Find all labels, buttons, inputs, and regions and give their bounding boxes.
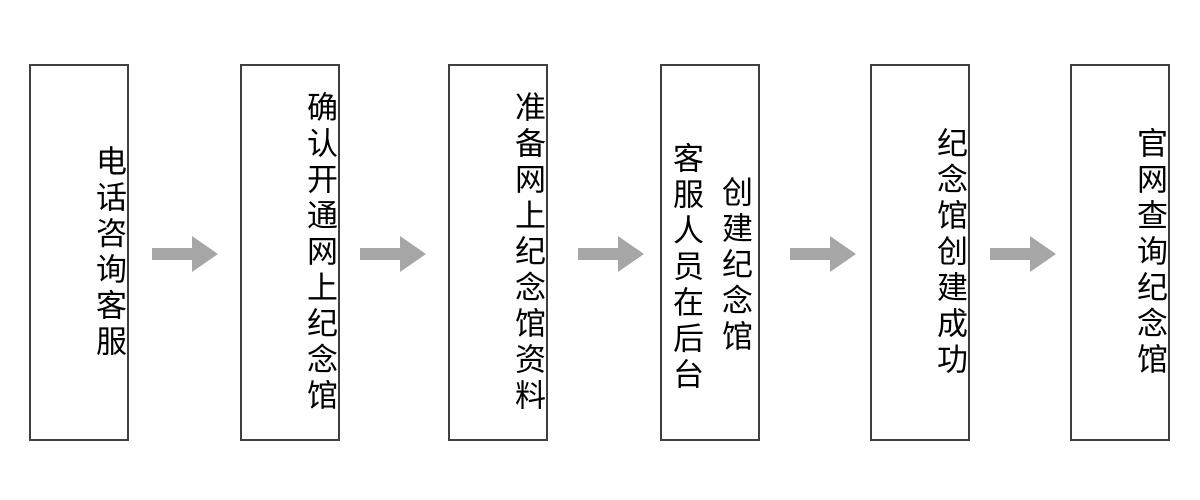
flow-node-label-column-2: 创建纪念馆 <box>716 176 752 356</box>
flow-node-label: 确认开通网上纪念馆 <box>301 90 337 415</box>
flow-node-memorial-created-successfully[interactable]: 纪念馆创建成功 <box>870 64 970 441</box>
flow-node-label: 电话咨询客服 <box>90 144 126 361</box>
flow-node-label-column-1: 客服人员在后台 <box>667 142 703 394</box>
flow-node-search-memorial-on-official-site[interactable]: 官网查询纪念馆 <box>1070 64 1170 441</box>
flow-node-support-creates-memorial-backend[interactable]: 客服人员在后台 创建纪念馆 <box>660 64 760 441</box>
flow-node-phone-consult-support[interactable]: 电话咨询客服 <box>29 64 129 441</box>
flow-node-label: 纪念馆创建成功 <box>931 126 967 379</box>
arrow-node5-to-node6 <box>990 236 1056 272</box>
flow-node-prepare-memorial-materials[interactable]: 准备网上纪念馆资料 <box>448 64 548 441</box>
arrow-node3-to-node4 <box>578 236 644 272</box>
arrow-node1-to-node2 <box>152 236 218 272</box>
flow-node-label: 准备网上纪念馆资料 <box>509 90 545 415</box>
flow-node-confirm-open-online-memorial[interactable]: 确认开通网上纪念馆 <box>240 64 340 441</box>
arrow-node4-to-node5 <box>790 236 856 272</box>
flow-node-label: 官网查询纪念馆 <box>1131 126 1167 379</box>
arrow-node2-to-node3 <box>360 236 426 272</box>
